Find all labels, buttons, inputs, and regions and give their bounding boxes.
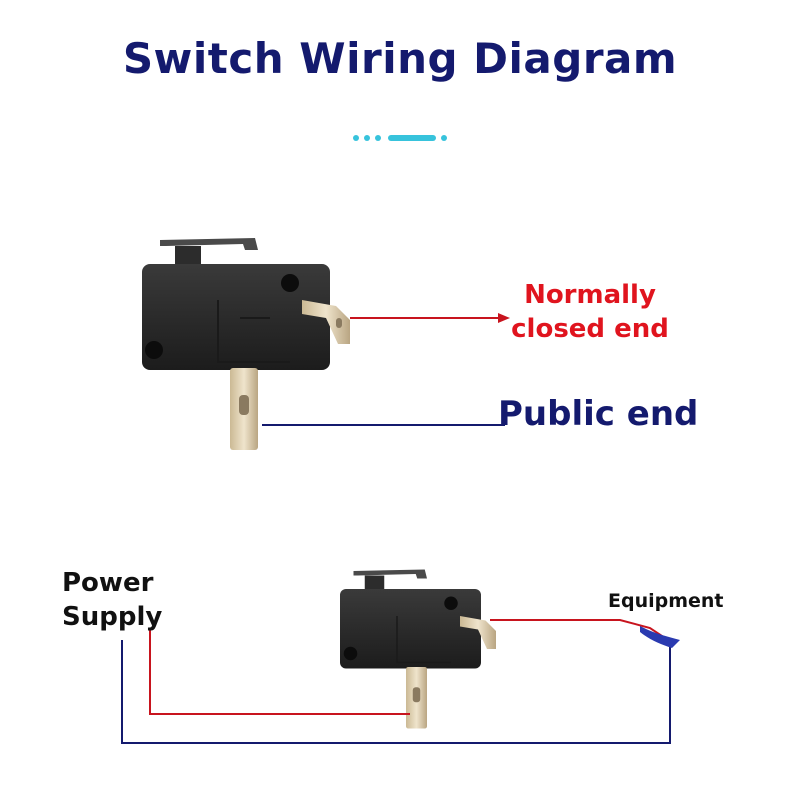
accent-dots-icon [353,135,447,141]
power-supply-label: Power Supply [62,568,163,632]
normally-closed-label: Normally closed end [511,280,669,344]
micro-switch-icon [340,569,496,729]
public-end-label: Public end [498,394,699,434]
wire-end-icon [640,626,680,648]
circuit-red-wire [149,628,410,715]
circuit-blue-wire [121,640,671,744]
circuit-red-wire-equipment [490,619,669,641]
micro-switch-icon [142,238,350,450]
diagram-title: Switch Wiring Diagram [122,34,678,83]
equipment-label: Equipment [608,590,724,612]
arrow-icon [498,313,510,323]
